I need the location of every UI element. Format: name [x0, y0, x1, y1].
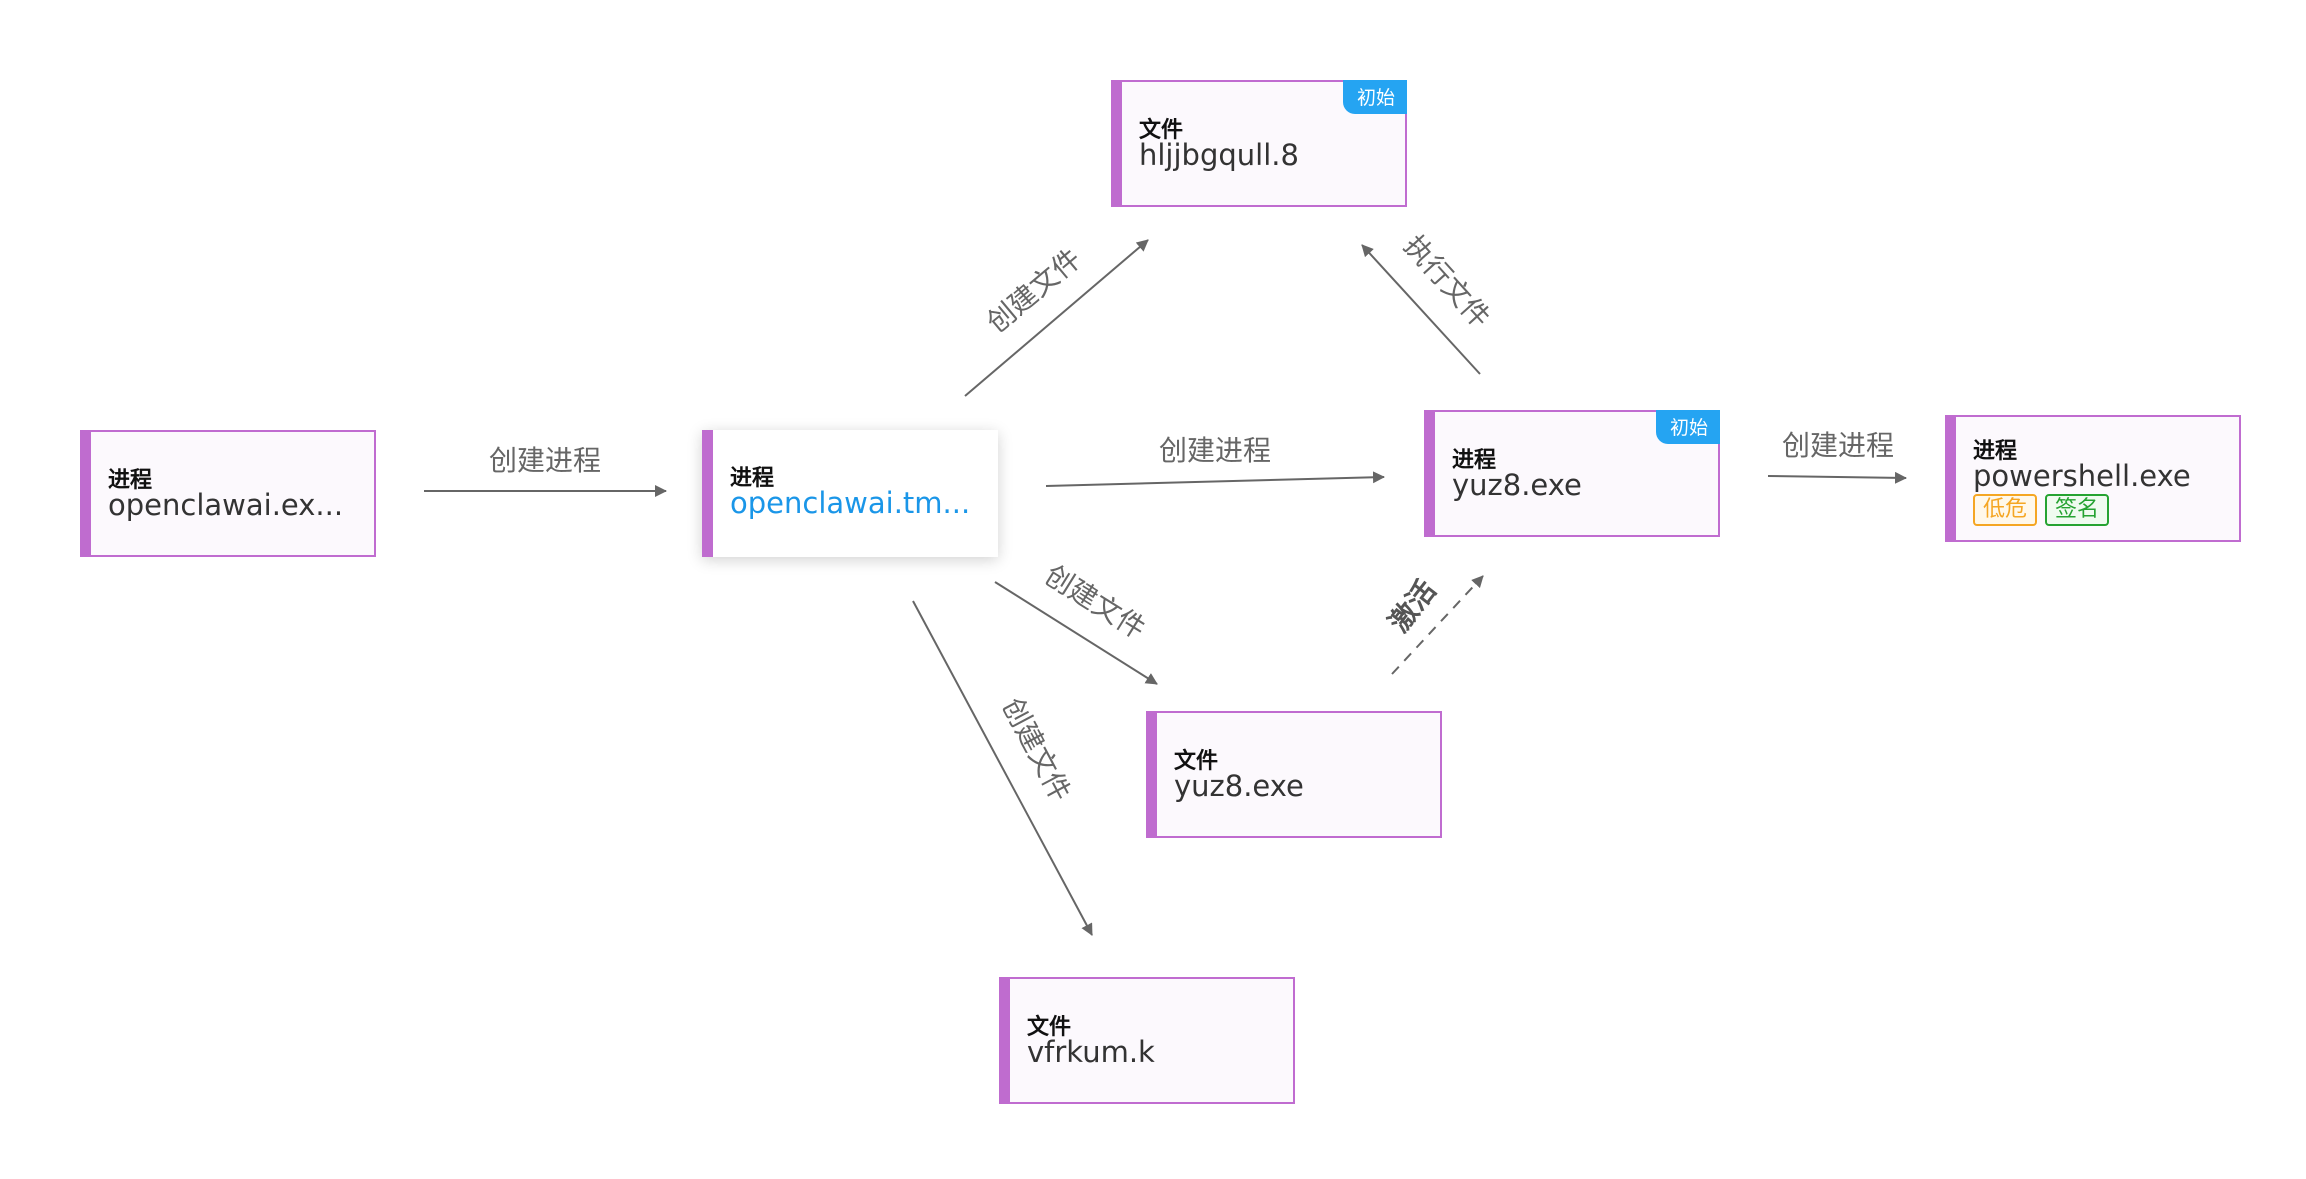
- edge-label: 创建文件: [980, 242, 1087, 339]
- node-name-label: openclawai.tm...: [730, 486, 971, 520]
- tag-group: 低危 签名: [1973, 494, 2110, 526]
- process-node-openclawai-exe[interactable]: 进程 openclawai.ex...: [80, 430, 376, 557]
- edge-label: 创建进程: [489, 444, 601, 477]
- node-name-label: vfrkum.k: [1027, 1035, 1155, 1069]
- initial-badge: 初始: [1342, 80, 1407, 114]
- edge-execute-file[interactable]: 执行文件: [1361, 229, 1497, 375]
- node-type-label: 进程: [1973, 439, 2018, 464]
- process-node-powershell[interactable]: 进程 powershell.exe 低危 签名: [1945, 415, 2241, 542]
- node-name-label: hljjbgqull.8: [1139, 138, 1299, 172]
- edge-create-file-3[interactable]: 创建文件: [912, 600, 1093, 936]
- node-type-label: 文件: [1174, 749, 1219, 774]
- process-node-openclawai-tmp[interactable]: 进程 openclawai.tm...: [702, 430, 998, 557]
- node-name-label: openclawai.ex...: [108, 488, 344, 522]
- edge-create-process-1[interactable]: 创建进程: [424, 444, 667, 497]
- edge-label: 创建进程: [1782, 429, 1894, 462]
- initial-badge: 初始: [1655, 410, 1720, 444]
- risk-tag: 低危: [1973, 494, 2038, 526]
- edge-activate[interactable]: 激活: [1382, 574, 1484, 675]
- node-type-label: 文件: [1139, 118, 1184, 143]
- edge-create-file-2[interactable]: 创建文件: [994, 558, 1158, 685]
- node-type-label: 进程: [730, 466, 775, 491]
- edge-create-process-3[interactable]: 创建进程: [1767, 429, 1907, 484]
- edge-label: 创建进程: [1159, 434, 1271, 467]
- node-name-label: yuz8.exe: [1452, 468, 1582, 502]
- edge-label: 创建文件: [1039, 558, 1151, 645]
- file-node-hljjbgqull[interactable]: 初始 文件 hljjbgqull.8: [1111, 80, 1407, 207]
- edge-label: 创建文件: [996, 692, 1078, 806]
- file-node-yuz8[interactable]: 文件 yuz8.exe: [1146, 711, 1442, 838]
- node-type-label: 文件: [1027, 1015, 1072, 1040]
- node-name-label: yuz8.exe: [1174, 769, 1304, 803]
- process-node-yuz8[interactable]: 初始 进程 yuz8.exe: [1424, 410, 1720, 537]
- edge-create-file-1[interactable]: 创建文件: [964, 239, 1149, 397]
- file-node-vfrkum[interactable]: 文件 vfrkum.k: [999, 977, 1295, 1104]
- node-name-label: powershell.exe: [1973, 459, 2191, 493]
- node-type-label: 进程: [108, 468, 153, 493]
- edge-create-process-2[interactable]: 创建进程: [1045, 434, 1385, 487]
- edge-label: 执行文件: [1397, 229, 1496, 334]
- signed-tag: 签名: [2045, 494, 2110, 526]
- node-type-label: 进程: [1452, 448, 1497, 473]
